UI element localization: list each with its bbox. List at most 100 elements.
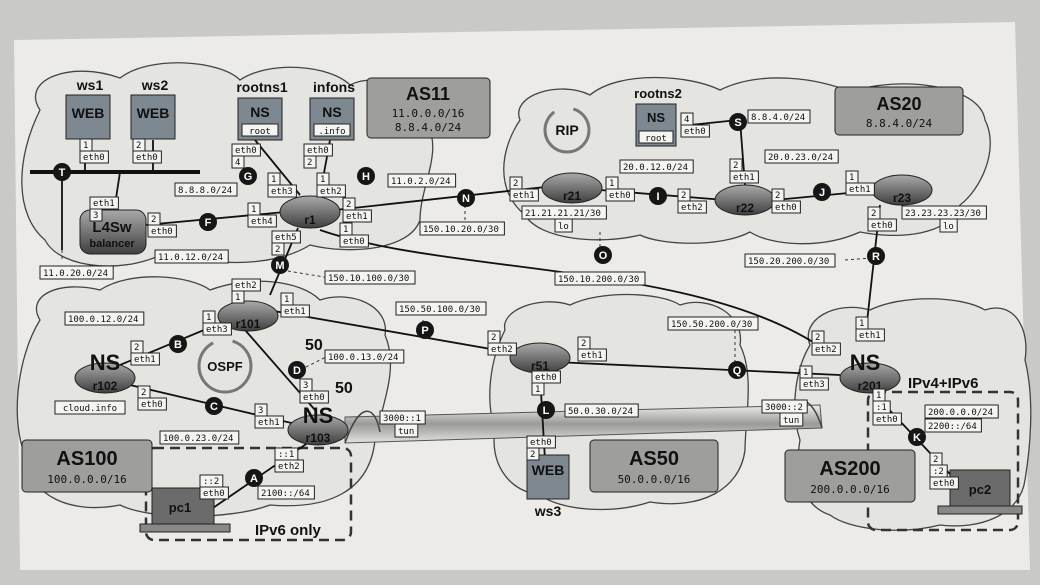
node-m: M	[271, 256, 289, 274]
server-infons: infons NS .info	[309, 79, 355, 141]
router-r23: r23	[871, 174, 933, 206]
iface-rootns1-0: eth0	[235, 146, 257, 156]
iface-r21-eth1-0: 2	[513, 179, 518, 189]
subnet-net-2100-text: 2100::/64	[261, 489, 310, 499]
iface-r51-eth0-1: 1	[535, 385, 540, 395]
subnet-net-2200: 2200::/64	[924, 418, 982, 433]
subnet-net-8840-text: 8.8.4.0/24	[751, 113, 805, 123]
node-f-label: F	[205, 217, 212, 229]
iface-ws3-1: 2	[530, 450, 535, 460]
iface-lb-eth1-0: eth1	[93, 199, 115, 209]
subnet-net-150-50-100: 150.50.100.0/30	[395, 301, 487, 316]
subnet-net-8840: 8.8.4.0/24	[747, 109, 811, 124]
r201-ns: NS	[850, 350, 881, 375]
node-o-label: O	[599, 250, 608, 262]
iface-ws1-0: 1	[83, 141, 88, 151]
iface-r1-eth1-1: eth1	[346, 212, 368, 222]
iface-r1-eth0-1: eth0	[343, 237, 365, 247]
iface-r103-eth0-1: eth0	[303, 393, 325, 403]
subnet-net-100-23: 100.0.23.0/24	[159, 430, 240, 445]
ipv6-only-zone	[144, 446, 353, 542]
r23-lo: lo	[939, 218, 958, 233]
as20-box: AS20 8.8.4.0/24	[834, 86, 964, 136]
subnet-net-100-12: 100.0.12.0/24	[64, 311, 145, 326]
iface-r21-eth0-1: eth0	[609, 191, 631, 201]
ws2-name: ws2	[141, 77, 169, 93]
subnet-net-20-23: 20.0.23.0/24	[764, 149, 839, 164]
iface-r22-eth1-0: 2	[733, 161, 738, 171]
ospf-badge: OSPF	[197, 338, 253, 394]
subnet-net-8880-text: 8.8.8.0/24	[178, 186, 232, 196]
subnet-net-11-12: 11.0.12.0/24	[154, 249, 229, 264]
subnet-net-150-50-200: 150.50.200.0/30	[667, 316, 759, 331]
as20-title: AS20	[876, 94, 921, 114]
iface-r21-eth1-1: eth1	[513, 191, 535, 201]
rip-label: RIP	[555, 122, 578, 138]
node-d-label: D	[293, 365, 301, 377]
r103-label: r103	[306, 431, 331, 445]
node-j-label: J	[819, 187, 825, 199]
router-r103: NS r103	[287, 403, 349, 446]
as50-title: AS50	[629, 448, 679, 470]
subnet-net-150-20-200: 150.20.200.0/30	[744, 253, 836, 268]
r21-lo-text: lo	[558, 222, 569, 232]
iface-r201-eth3-1: eth3	[803, 380, 825, 390]
ws2-web-label: WEB	[137, 105, 170, 121]
iface-r1-eth1: 2 eth1	[342, 197, 372, 223]
node-f: F	[199, 213, 217, 231]
iface-r23-eth0-1: eth0	[871, 221, 893, 231]
l4sw-label: L4Sw	[92, 219, 132, 236]
subnet-net-100-12-text: 100.0.12.0/24	[68, 315, 138, 325]
iface-pc1-0: ::2	[203, 477, 219, 487]
subnet-lo21: 21.21.21.21/30	[521, 205, 607, 220]
subnet-net-100-13-text: 100.0.13.0/24	[328, 353, 398, 363]
node-q: Q	[728, 361, 746, 379]
iface-r1-eth1-0: 2	[346, 200, 351, 210]
as200-net: 200.0.0.0/16	[810, 483, 889, 496]
iface-r51-eth2-0: 2	[491, 333, 496, 343]
subnet-lo23: 23.23.23.23/30	[901, 205, 987, 220]
server-rootns2: rootns2 NS root	[634, 86, 682, 147]
tun-left: tun	[394, 423, 419, 438]
iface-r22-eth2-0: 2	[681, 191, 686, 201]
r102-label: r102	[93, 379, 118, 393]
node-r: R	[867, 247, 885, 265]
subnet-net-50-30: 50.0.30.0/24	[564, 403, 639, 418]
node-k-label: K	[913, 432, 921, 444]
subnet-net-100-23-text: 100.0.23.0/24	[163, 434, 233, 444]
node-b: B	[169, 335, 187, 353]
r51-label: r51	[531, 359, 549, 373]
node-i: I	[649, 187, 667, 205]
rootns1-zone: root	[249, 127, 271, 137]
router-r1: r1	[279, 195, 341, 229]
pc2-label: pc2	[969, 482, 991, 497]
subnet-net-150-50-200-text: 150.50.200.0/30	[671, 320, 752, 330]
as200-title: AS200	[819, 458, 880, 480]
ws3-web-label: WEB	[532, 462, 565, 478]
subnet-net-150-50-100-text: 150.50.100.0/30	[399, 305, 480, 315]
node-g-label: G	[244, 171, 253, 183]
iface-lb-eth0-0: 2	[151, 215, 156, 225]
tun-right: tun	[779, 412, 804, 427]
subnet-net-150-10-20: 150.10.20.0/30	[419, 221, 505, 236]
subnet-net-50-30-text: 50.0.30.0/24	[568, 407, 633, 417]
iface-r1-eth3-0: 1	[271, 175, 276, 185]
rootns1-name: rootns1	[236, 79, 288, 95]
iface-r101-eth1-1: eth1	[284, 307, 306, 317]
rootns1-ns-label: NS	[250, 104, 269, 120]
node-t-label: T	[59, 167, 66, 179]
node-r-label: R	[872, 251, 880, 263]
r21-lo: lo	[554, 218, 573, 233]
node-c-label: C	[210, 401, 218, 413]
iface-r51-eth1-0: 2	[581, 339, 586, 349]
ipv4-ipv6-label: IPv4+IPv6	[908, 375, 978, 392]
